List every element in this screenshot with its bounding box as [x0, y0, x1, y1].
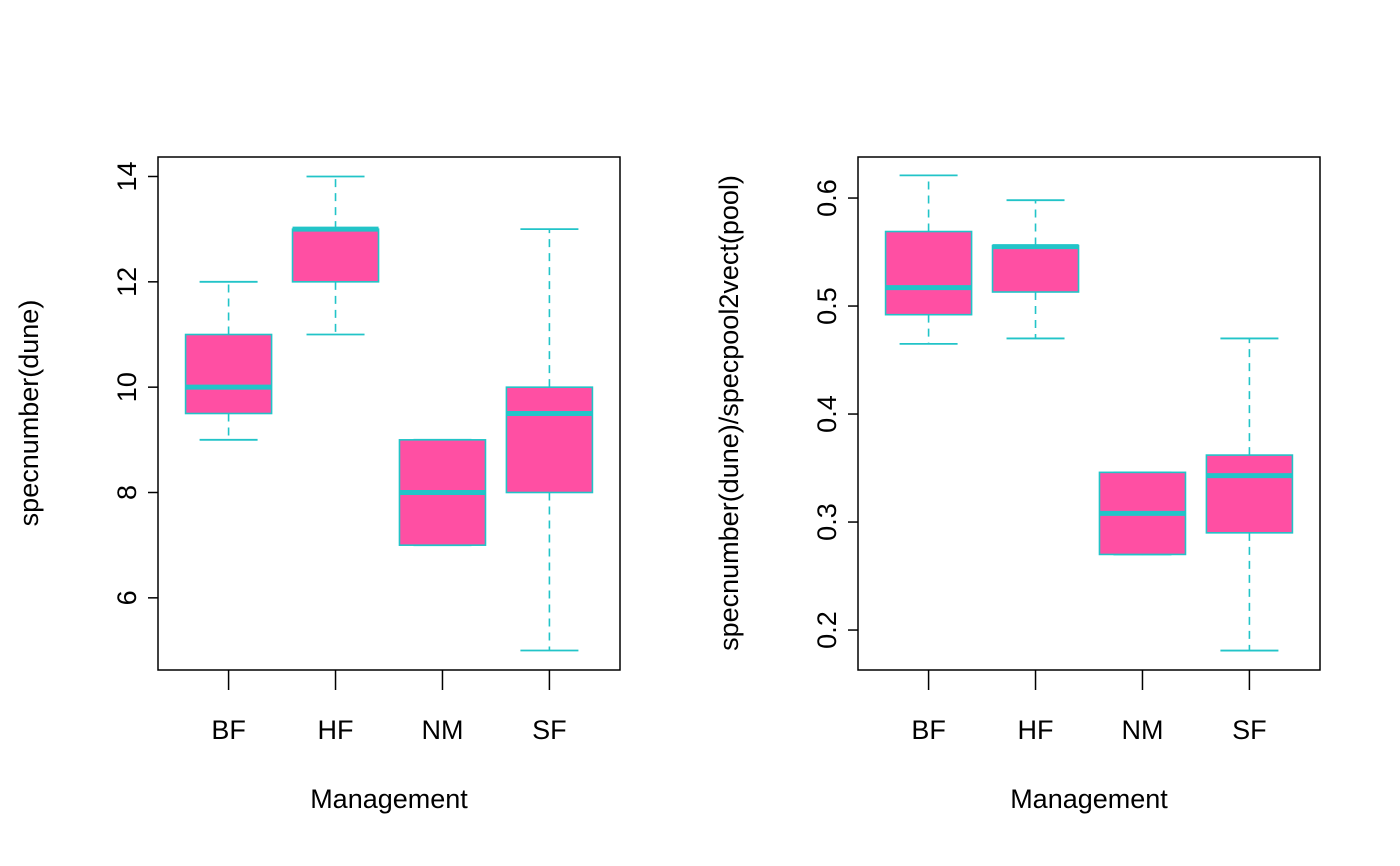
y-tick-label: 12: [112, 267, 142, 297]
x-tick-label: NM: [421, 715, 463, 745]
chart-panel-2: 0.2 0.3 0.4 0.5 0.6BF HF NM SF Management specnum…: [714, 156, 1321, 814]
box-hf: [991, 199, 1080, 340]
box-sf: [505, 228, 594, 652]
x-axis-title: Management: [1010, 784, 1168, 814]
box-body: [184, 333, 273, 415]
y-tick-label: 14: [112, 161, 142, 191]
y-tick-label: 0.6: [812, 179, 842, 217]
box-bf: [884, 174, 973, 345]
box-body: [884, 230, 973, 316]
box-nm: [398, 438, 487, 547]
x-tick-label: SF: [532, 715, 567, 745]
x-tick-label: HF: [318, 715, 354, 745]
box-body: [991, 244, 1080, 293]
y-tick-label: 0.2: [812, 611, 842, 649]
y-axis-title: specnumber(dune)/specpool2vect(pool): [714, 175, 744, 651]
x-tick-label: BF: [911, 715, 946, 745]
box-nm: [1098, 471, 1187, 556]
y-tick-label: 0.5: [812, 287, 842, 325]
y-tick-label: 0.3: [812, 503, 842, 541]
y-tick-label: 6: [112, 590, 142, 605]
box-sf: [1205, 337, 1294, 652]
plot-frame: [157, 156, 621, 671]
x-tick-label: BF: [211, 715, 246, 745]
box-bf: [184, 280, 273, 441]
x-tick-label: NM: [1121, 715, 1163, 745]
x-tick-label: SF: [1232, 715, 1267, 745]
y-tick-label: 0.4: [812, 395, 842, 433]
x-tick-label: HF: [1018, 715, 1054, 745]
y-axis-title: specnumber(dune): [14, 300, 44, 527]
box-body: [291, 228, 380, 283]
box-body: [505, 386, 594, 494]
y-tick-label: 10: [112, 372, 142, 402]
box-body: [1205, 454, 1294, 534]
y-tick-label: 8: [112, 485, 142, 500]
box-hf: [291, 175, 380, 336]
x-axis-title: Management: [310, 784, 468, 814]
